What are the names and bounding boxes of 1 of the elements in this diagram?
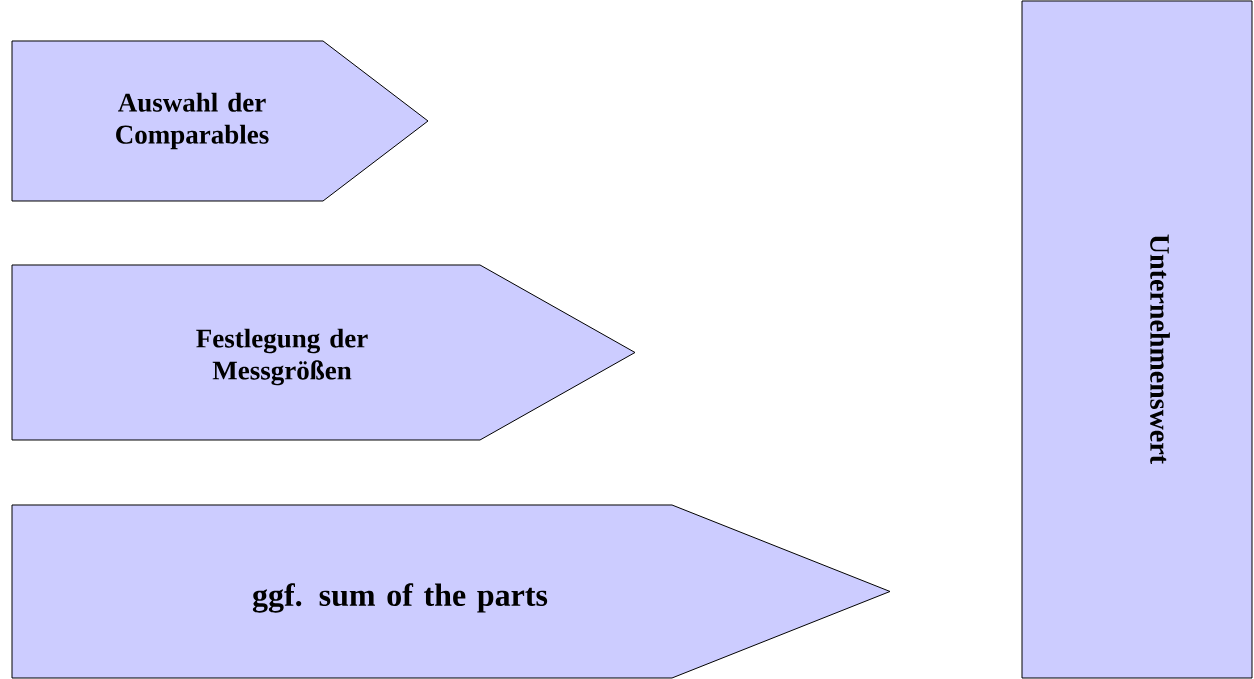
result-box: Unternehmenswert <box>1021 0 1253 679</box>
